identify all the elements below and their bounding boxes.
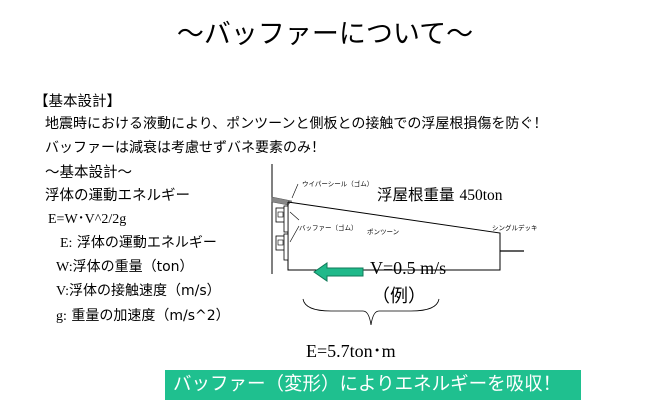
energy-result: E=5.7ton･m — [306, 341, 396, 361]
definition-symbol: E: — [60, 236, 73, 251]
section-heading: 【基本設計】 — [34, 94, 121, 110]
definition-v: V:浮体の接触速度（m/s） — [56, 280, 221, 300]
single-deck-label: シングルデッキ — [492, 224, 538, 232]
definition-text: 浮体の接触速度（m/s） — [68, 283, 221, 299]
definition-w: W:浮体の重量（ton） — [56, 256, 194, 276]
definition-symbol: V: — [56, 284, 69, 299]
floating-roof-drawing — [271, 164, 524, 274]
definition-text: 浮体の運動エネルギー — [72, 235, 217, 251]
sub-heading: ～基本設計～ — [45, 165, 132, 181]
definition-symbol: g: — [56, 309, 67, 324]
spring-element-line: バッファーは減衰は考慮せずバネ要素のみ！ — [45, 140, 325, 156]
wiper-seal-label: ウイパーシール（ゴム） — [302, 180, 374, 188]
roof-weight: 浮屋根重量 450ton — [377, 183, 503, 205]
definition-e: E: 浮体の運動エネルギー — [60, 232, 217, 252]
velocity-label: V=0.5 m/s — [370, 258, 447, 278]
example-label: （例） — [372, 286, 426, 307]
roof-weight-label: 浮屋根重量 — [377, 186, 455, 204]
definition-g: g: 重量の加速度（m/s^2） — [56, 305, 230, 325]
slide-title: ～バッファーについて～ — [176, 19, 474, 50]
left-arrow-icon — [313, 262, 365, 286]
wiper-seal — [271, 196, 293, 206]
roof-weight-value: 450ton — [459, 187, 503, 204]
kinetic-energy-label: 浮体の運動エネルギー — [45, 188, 190, 204]
definition-text: 重量の加速度（m/s^2） — [66, 308, 230, 324]
purpose-line: 地震時における液動により、ポンツーンと側板との接触での浮屋根損傷を防ぐ！ — [45, 116, 548, 132]
energy-formula: E=W･V^2/2g — [48, 212, 127, 227]
definition-text: 浮体の重量（ton） — [72, 259, 194, 275]
definition-symbol: W: — [56, 260, 73, 275]
conclusion-banner: バッファー（変形）によりエネルギーを吸収！ — [165, 370, 581, 400]
curly-brace-icon — [301, 297, 441, 337]
pontoon-label: ポンツーン — [367, 228, 400, 236]
buffer-label: バッファー（ゴム） — [299, 224, 358, 232]
floating-roof-diagram: ウイパーシール（ゴム） バッファー（ゴム） ポンツーン シングルデッキ — [262, 162, 562, 277]
